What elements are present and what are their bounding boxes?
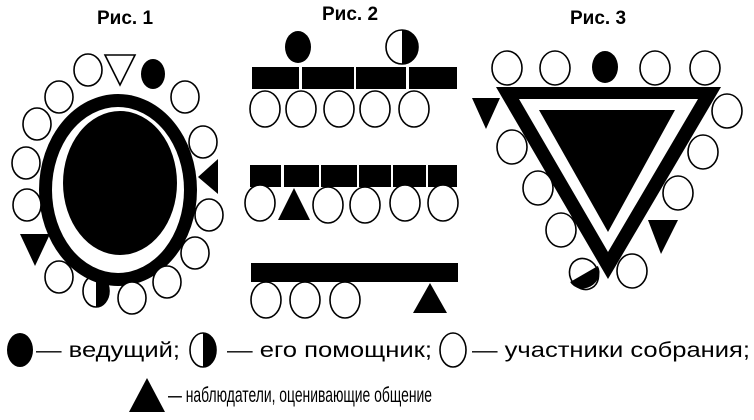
participants <box>244 184 459 224</box>
observer-icon <box>198 159 218 194</box>
helper-icon <box>189 332 217 368</box>
participants <box>250 281 361 319</box>
legend-participants: — участники собрания; <box>472 339 750 362</box>
leader-icon <box>592 51 618 83</box>
table-row-1 <box>252 67 457 89</box>
figure-3: Рис. 3 <box>472 8 743 291</box>
observer-icon <box>129 378 165 412</box>
table-center <box>539 110 675 232</box>
leader-icon <box>141 59 165 89</box>
legend: — ведущий; — его помощник; — участники с… <box>7 332 750 412</box>
observer-icon <box>278 188 310 220</box>
leader-icon <box>285 31 311 63</box>
legend-observers: — наблюдатели, оценивающие общение <box>168 384 432 407</box>
figure-1-title: Рис. 1 <box>97 8 153 29</box>
figure-2-title: Рис. 2 <box>322 4 378 25</box>
figure-3-title: Рис. 3 <box>570 8 626 29</box>
participants <box>249 90 430 128</box>
legend-helper: — его помощник; <box>227 339 432 362</box>
observer-icon <box>20 234 50 266</box>
figure-1: Рис. 1 <box>11 8 224 315</box>
leader-icon <box>7 333 33 367</box>
observer-icon <box>413 283 447 313</box>
table-row-2 <box>250 165 457 187</box>
participant-icon <box>439 332 467 368</box>
legend-leader: — ведущий; <box>36 339 180 362</box>
table-center <box>63 111 177 255</box>
table-row-3 <box>251 263 458 282</box>
figure-2: Рис. 2 <box>244 4 459 319</box>
participants <box>491 50 743 289</box>
helper-icon <box>385 29 419 65</box>
observer-icon <box>648 220 678 254</box>
observer-hollow-icon <box>103 54 137 87</box>
observer-icon <box>472 98 500 129</box>
participants <box>11 53 224 315</box>
helper-icon <box>82 274 110 308</box>
